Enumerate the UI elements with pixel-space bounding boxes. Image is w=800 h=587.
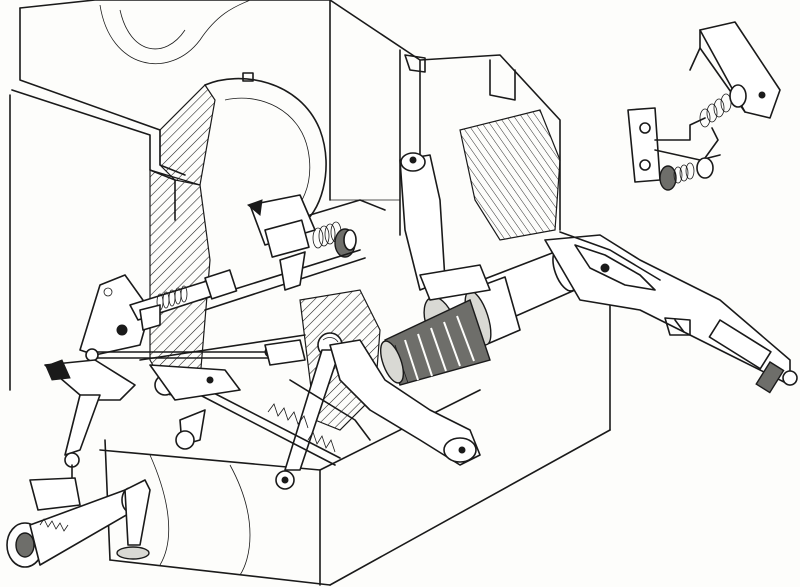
left-drop-link xyxy=(6,359,151,568)
right-linkage-arm xyxy=(544,231,798,394)
left-pivot-bracket xyxy=(79,269,238,356)
coil-spring-foot xyxy=(39,518,69,532)
cross-connecting-rod xyxy=(85,334,306,366)
upper-selector-rod xyxy=(199,194,386,311)
coil-spring-lower xyxy=(267,403,336,453)
coil-spring-inset-lower xyxy=(673,162,695,184)
lower-threaded-rod xyxy=(149,364,341,466)
vertical-shift-lever xyxy=(399,152,491,301)
spline-ridges xyxy=(394,315,475,384)
inset-detent-part xyxy=(627,21,781,191)
coil-spring-inset xyxy=(699,93,732,128)
ball-lever-assembly xyxy=(275,332,481,490)
